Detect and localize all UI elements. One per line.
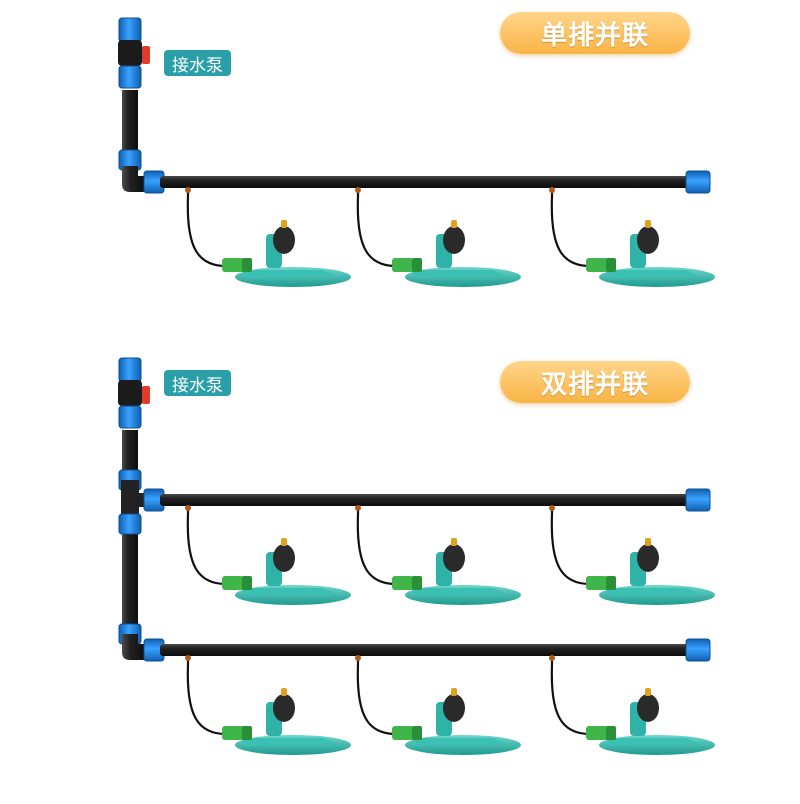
sprinkler-nozzle	[645, 688, 651, 696]
hose-connector	[392, 576, 414, 590]
row2-sprinkler-2	[355, 655, 521, 755]
hose	[550, 656, 591, 736]
sprinkler-nozzle	[451, 688, 457, 696]
double-row-title: 双排并联	[500, 361, 690, 403]
hose	[186, 506, 227, 586]
hose-connector	[586, 726, 608, 740]
sprinkler-nozzle	[281, 538, 287, 546]
sprinkler-head	[443, 226, 465, 254]
row2-sprinkler-1	[185, 655, 351, 755]
drip-outlet	[355, 655, 361, 661]
hose-connector-nut	[606, 726, 616, 740]
hose-connector	[222, 258, 244, 272]
sprinkler-body	[240, 588, 336, 596]
pump-valve	[118, 17, 150, 89]
drip-outlet	[355, 187, 361, 193]
valve-handle	[142, 46, 150, 64]
sprinkler-head	[637, 544, 659, 572]
riser-elbow	[122, 634, 146, 660]
sprinkler-1	[185, 187, 351, 287]
hose	[356, 506, 397, 586]
valve-handle	[142, 386, 150, 404]
sprinkler-head	[273, 694, 295, 722]
row1-sprinkler-2	[355, 505, 521, 605]
sprinkler-body	[604, 270, 700, 278]
valve-bottom-collar	[118, 65, 142, 89]
sprinkler-body	[240, 738, 336, 746]
sprinkler-head	[443, 694, 465, 722]
sprinkler-nozzle	[281, 688, 287, 696]
drip-outlet	[549, 655, 555, 661]
single-row-pump-label: 接水泵	[164, 50, 231, 76]
hose-connector-nut	[242, 576, 252, 590]
hose-connector-nut	[242, 258, 252, 272]
row1-sprinkler-1	[185, 505, 351, 605]
hose-connector	[392, 258, 414, 272]
drip-outlet	[355, 505, 361, 511]
hose	[356, 656, 397, 736]
hose-connector-nut	[412, 576, 422, 590]
drip-outlet	[185, 505, 191, 511]
double-row-pump-label: 接水泵	[164, 370, 231, 396]
sprinkler-2	[355, 187, 521, 287]
hose-connector	[392, 726, 414, 740]
drip-outlet	[185, 655, 191, 661]
sprinkler-body	[604, 738, 700, 746]
pipe-end-cap	[685, 170, 711, 194]
valve-top-collar	[118, 357, 142, 383]
row1-sprinkler-3	[549, 505, 715, 605]
row1-pipe	[160, 494, 690, 506]
tee-lower-collar	[118, 513, 142, 535]
hose-connector	[586, 576, 608, 590]
sprinkler-head	[637, 226, 659, 254]
riser-pipe	[122, 430, 138, 644]
hose	[186, 656, 227, 736]
sprinkler-body	[410, 270, 506, 278]
sprinkler-nozzle	[645, 220, 651, 228]
sprinkler-head	[443, 544, 465, 572]
hose	[550, 506, 591, 586]
valve-bottom-collar	[118, 405, 142, 429]
row1-end-cap	[685, 488, 711, 512]
row2-pipe	[160, 644, 690, 656]
sprinkler-3	[549, 187, 715, 287]
sprinkler-head	[637, 694, 659, 722]
pump-valve	[118, 357, 150, 429]
hose-connector-nut	[606, 576, 616, 590]
hose-connector-nut	[412, 726, 422, 740]
hose	[356, 188, 397, 268]
sprinkler-nozzle	[645, 538, 651, 546]
hose	[550, 188, 591, 268]
row2-sprinkler-3	[549, 655, 715, 755]
sprinkler-body	[410, 588, 506, 596]
hose-connector-nut	[412, 258, 422, 272]
single-row-title: 单排并联	[500, 12, 690, 54]
hose-connector	[222, 726, 244, 740]
sprinkler-body	[410, 738, 506, 746]
hose	[186, 188, 227, 268]
sprinkler-body	[240, 270, 336, 278]
drip-outlet	[549, 187, 555, 193]
drip-outlet	[185, 187, 191, 193]
sprinkler-nozzle	[451, 538, 457, 546]
riser-elbow	[122, 166, 146, 192]
sprinkler-head	[273, 226, 295, 254]
valve-top-collar	[118, 17, 142, 43]
drip-outlet	[549, 505, 555, 511]
hose-connector-nut	[242, 726, 252, 740]
main-pipe	[160, 176, 690, 188]
sprinkler-body	[604, 588, 700, 596]
valve-body	[118, 380, 142, 406]
sprinkler-nozzle	[451, 220, 457, 228]
hose-connector	[222, 576, 244, 590]
hose-connector-nut	[606, 258, 616, 272]
row2-end-cap	[685, 638, 711, 662]
sprinkler-head	[273, 544, 295, 572]
hose-connector	[586, 258, 608, 272]
valve-body	[118, 40, 142, 66]
sprinkler-nozzle	[281, 220, 287, 228]
